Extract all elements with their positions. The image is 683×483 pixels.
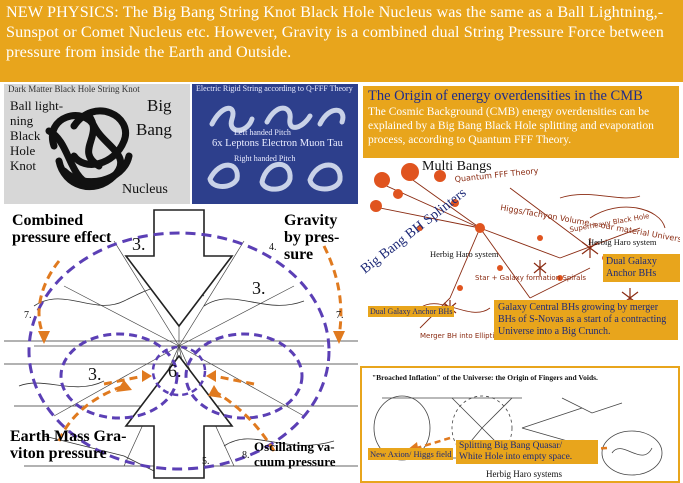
- dual-galaxy-right-line-1: Dual Galaxy: [606, 256, 657, 267]
- number-3-right: 3.: [252, 278, 266, 298]
- earth-line-1: Earth Mass Gra-: [10, 428, 127, 445]
- dual-galaxy-right-label: Dual Galaxy Anchor BHs: [603, 254, 680, 282]
- gravity-diagram-drawing: [4, 209, 358, 479]
- cmb-body: The Cosmic Background (CMB) energy overd…: [368, 106, 654, 146]
- ball-lightning-line-1: Ball light-: [10, 98, 64, 113]
- combined-line-2: pressure effect: [12, 229, 112, 246]
- splitting-quasar-label: Splitting Big Bang Quasar/ White Hole in…: [456, 440, 598, 464]
- dual-galaxy-right-line-2: Anchor BHs: [606, 268, 657, 279]
- combined-pressure-label: Combined pressure effect: [12, 212, 111, 246]
- earth-line-2: viton pressure: [10, 445, 107, 462]
- ball-lightning-line-3: Black: [10, 128, 41, 143]
- number-7-right: 7.: [336, 310, 344, 321]
- gravity-line-1: Gravity: [284, 212, 338, 229]
- multi-bangs-label: Multi Bangs: [422, 159, 492, 174]
- cmb-title: The Origin of energy overdensities in th…: [368, 88, 643, 104]
- number-3-left: 3.: [88, 364, 102, 384]
- right-pitch-label: Right handed Pitch: [234, 154, 296, 163]
- oscillating-vacuum-label: Oscillating va- cuum pressure: [254, 439, 336, 469]
- herbig-haro-top-label: Herbig Haro system: [430, 249, 499, 259]
- lepton-panel-caption: Electric Rigid String according to Q-FFF…: [196, 84, 353, 93]
- herbig-haro-systems-label: Herbig Haro systems: [486, 469, 562, 479]
- inflation-drawing: [373, 395, 663, 476]
- number-7-left: 7.: [24, 310, 32, 321]
- svg-text:Merger BH into Elliptical: Merger BH into Elliptical: [420, 332, 504, 340]
- dual-galaxy-left-label: Dual Galaxy Anchor BHs: [368, 306, 455, 317]
- number-5: 5.: [202, 456, 210, 467]
- ball-lightning-line-4: Hole: [10, 143, 36, 158]
- gravity-by-pressure-label: Gravity by pres- sure: [284, 212, 339, 263]
- combined-line-1: Combined: [12, 212, 84, 229]
- left-pitch-label: Left handed Pitch: [234, 128, 291, 137]
- number-3-top: 3.: [132, 234, 146, 254]
- gravity-line-2: by pres-: [284, 229, 340, 246]
- number-6: 6.: [168, 361, 182, 381]
- nucleus-label: Nucleus: [122, 182, 168, 197]
- gravity-pressure-diagram: Combined pressure effect Gravity by pres…: [4, 206, 358, 483]
- splitting-line-2: White Hole into empty space.: [459, 452, 573, 462]
- knot-photo-panel: Dark Matter Black Hole String Knot Ball …: [4, 84, 190, 204]
- ball-lightning-line-2: ning: [10, 113, 34, 128]
- banner-text: NEW PHYSICS: The Big Bang String Knot Bl…: [6, 3, 665, 61]
- svg-text:Star + Galaxy formation Spiral: Star + Galaxy formation Spirals: [475, 274, 586, 282]
- multi-bangs-drawing: Quantum FFF Theory Higgs/Tachyon Volume …: [370, 163, 680, 340]
- knot-panel-caption: Dark Matter Black Hole String Knot: [8, 84, 140, 94]
- earth-mass-label: Earth Mass Gra- viton pressure: [10, 428, 126, 462]
- knot-illustration: [45, 107, 133, 191]
- ball-lightning-label: Ball light- ning Black Hole Knot: [10, 98, 63, 173]
- ball-lightning-line-5: Knot: [10, 158, 36, 173]
- broached-inflation-panel: "Broached Inflation" of the Universe: th…: [360, 366, 680, 483]
- broached-inflation-title: "Broached Inflation" of the Universe: th…: [372, 373, 598, 382]
- oscillating-line-2: cuum pressure: [254, 454, 336, 469]
- lepton-photo-panel: Electric Rigid String according to Q-FFF…: [192, 84, 358, 204]
- herbig-haro-mid-label: Herbig Haro system: [588, 237, 657, 247]
- number-4: 4.: [269, 242, 277, 253]
- header-banner: NEW PHYSICS: The Big Bang String Knot Bl…: [0, 0, 683, 82]
- big-label: Big: [147, 96, 172, 115]
- higgs-field-label: New Axion/ Higgs field: [368, 448, 454, 460]
- oscillating-line-1: Oscillating va-: [254, 439, 335, 454]
- number-8: 8.: [242, 450, 250, 461]
- gravity-line-3: sure: [284, 246, 314, 263]
- splitting-line-1: Splitting Big Bang Quasar/: [459, 441, 563, 451]
- lepton-strings-illustration: [207, 105, 346, 192]
- multi-bangs-diagram: Quantum FFF Theory Higgs/Tachyon Volume …: [360, 158, 680, 366]
- galaxy-central-label: Galaxy Central BHs growing by merger BHs…: [494, 300, 678, 340]
- leptons-label: 6x Leptons Electron Muon Tau: [212, 138, 343, 149]
- cmb-origin-box: The Origin of energy overdensities in th…: [363, 86, 679, 158]
- bang-label: Bang: [136, 120, 172, 139]
